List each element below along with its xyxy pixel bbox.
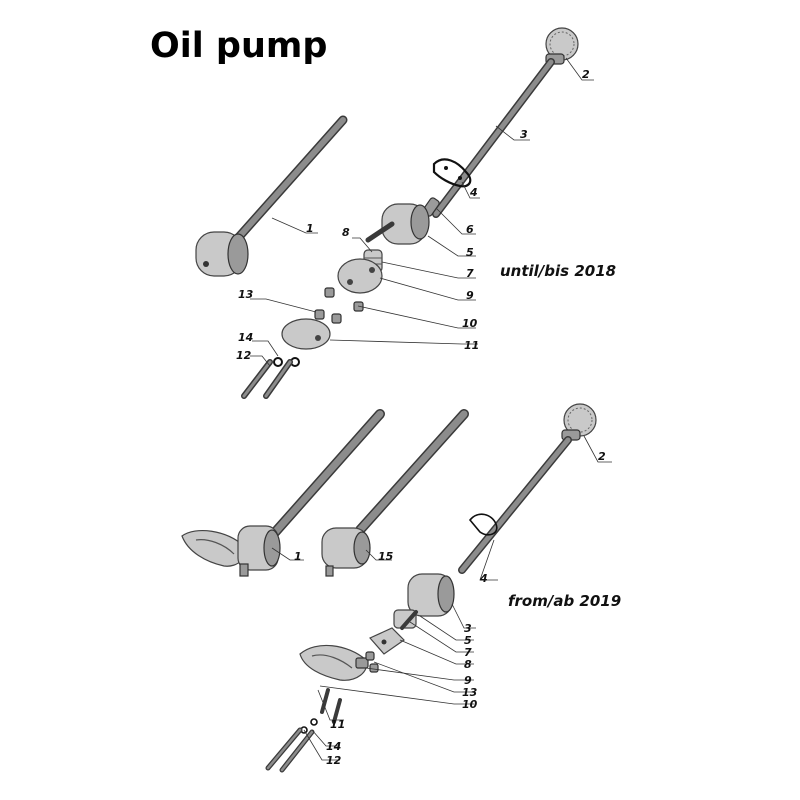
upper-leader-lines: [250, 57, 594, 367]
callout-upper-8: 8: [342, 226, 350, 239]
lower-leader-lines: [271, 435, 612, 761]
lower-part-15-shaft-housing-icon: [321, 409, 469, 577]
callout-upper-10: 10: [462, 317, 478, 330]
callout-upper-12: 12: [236, 349, 252, 362]
upper-part-9-plate-icon: [337, 258, 383, 294]
callout-lower-4: 4: [479, 572, 488, 585]
callout-lower-10: 10: [462, 698, 478, 711]
lower-part-2-gear-icon: [561, 403, 597, 441]
upper-part-11-cover-icon: [281, 318, 331, 350]
lower-part-9-strainer-icon: [299, 644, 369, 681]
upper-part-8-rod-icon: [365, 221, 395, 243]
lower-part-11-screw-icon: [320, 688, 342, 724]
lower-part-1-shaft-housing-icon: [181, 409, 385, 577]
page-title: Oil pump: [150, 26, 328, 66]
callout-upper-5: 5: [466, 246, 474, 259]
variant-label-until-2018: until/bis 2018: [500, 262, 617, 280]
callout-lower-7: 7: [464, 646, 472, 659]
callout-upper-11: 11: [464, 339, 479, 352]
callout-lower-12: 12: [326, 754, 342, 767]
lower-part-shaft-icon: [458, 436, 572, 574]
callout-upper-14: 14: [238, 331, 253, 344]
upper-part-4-gasket-icon: [432, 158, 472, 188]
upper-part-1-shaft-housing-icon: [195, 115, 348, 277]
callout-lower-5: 5: [464, 634, 472, 647]
upper-part-10-13-screw-icon: [314, 287, 364, 324]
lower-part-14-washer-icon: [300, 718, 318, 734]
callout-lower-15: 15: [378, 550, 394, 563]
upper-part-5-pump-body-icon: [381, 203, 430, 245]
lower-part-10-13-screw-icon: [365, 651, 379, 673]
lower-part-3-pump-body-icon: [407, 573, 455, 617]
callout-lower-11: 11: [330, 718, 345, 731]
callout-upper-2: 2: [582, 68, 590, 81]
lower-part-5-7-rotor-icon: [393, 609, 418, 630]
callout-upper-3: 3: [520, 128, 528, 141]
callout-upper-9: 9: [466, 289, 474, 302]
lower-part-12-bolt-icon: [265, 727, 315, 773]
callout-upper-1: 1: [306, 222, 314, 235]
upper-callout-numbers: 1 2 3 4 5 6 7 8 9 10 11 12 13 14: [236, 68, 590, 362]
callout-lower-14: 14: [326, 740, 341, 753]
callout-upper-13: 13: [238, 288, 254, 301]
upper-part-12-bolt-icon: [241, 359, 293, 399]
lower-part-4-gasket-icon: [468, 513, 498, 536]
callout-lower-3: 3: [464, 622, 472, 635]
callout-lower-13: 13: [462, 686, 478, 699]
callout-upper-4: 4: [469, 186, 478, 199]
upper-part-2-gear-icon: [545, 27, 579, 65]
callout-upper-6: 6: [466, 223, 474, 236]
callout-lower-2: 2: [598, 450, 606, 463]
callout-lower-8: 8: [464, 658, 472, 671]
lower-part-8-plate-icon: [369, 627, 405, 655]
variant-label-from-2019: from/ab 2019: [508, 592, 622, 610]
upper-part-3-shaft-icon: [432, 58, 555, 218]
callout-lower-1: 1: [294, 550, 302, 563]
callout-lower-9: 9: [464, 674, 472, 687]
callout-upper-7: 7: [466, 267, 474, 280]
lower-callout-numbers: 1 2 3 4 5 7 8 9 10 11 12 13 14 15: [294, 450, 606, 767]
